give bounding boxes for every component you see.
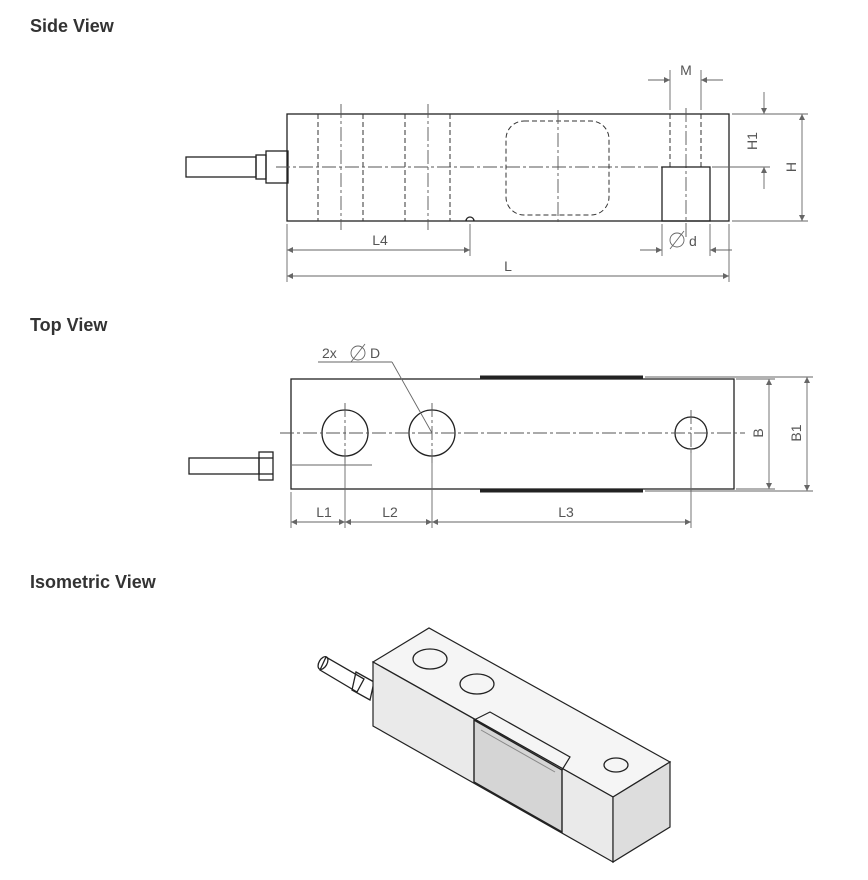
top-cable-gland — [258, 451, 274, 481]
dim-H-label: H — [783, 162, 799, 172]
dim-M-label: M — [680, 62, 692, 78]
iso-cable — [319, 656, 365, 693]
dim-H1-label: H1 — [744, 132, 760, 150]
iso-load-hole — [603, 757, 629, 773]
dim-B1-label: B1 — [788, 424, 804, 441]
dim-D-count-label: 2x — [322, 345, 337, 361]
iso-gauge-pocket — [473, 718, 563, 834]
dim-L2-label: L2 — [382, 504, 398, 520]
side-gauge-pocket — [505, 120, 610, 216]
dim-L-label: L — [504, 258, 512, 274]
isometric-view-title: Isometric View — [30, 572, 156, 592]
side-view-title: Side View — [30, 16, 114, 36]
isometric-view — [317, 627, 672, 864]
dim-L4-label: L4 — [372, 232, 388, 248]
top-body — [290, 378, 735, 490]
dim-B-label: B — [750, 428, 766, 437]
side-body — [286, 113, 730, 222]
top-view-title: Top View — [30, 315, 108, 335]
dim-d-label: d — [689, 233, 697, 249]
diameter-symbol-D — [350, 343, 366, 363]
leader-D-line — [391, 361, 433, 434]
side-cable — [185, 156, 257, 178]
iso-end-face — [612, 760, 671, 864]
iso-mounting-hole-2 — [459, 673, 495, 695]
top-cable — [188, 457, 260, 475]
iso-cable-gland — [351, 671, 375, 701]
side-thread-counterbore — [661, 166, 711, 222]
top-view: 2x D B B1 L1 L2 L3 — [188, 343, 813, 528]
dim-L3-label: L3 — [558, 504, 574, 520]
side-view: M H1 H d L4 L — [185, 62, 808, 282]
side-cable-gland — [255, 154, 267, 180]
diameter-symbol-d — [669, 230, 685, 250]
side-notch — [465, 216, 475, 222]
dim-L1-label: L1 — [316, 504, 332, 520]
iso-mounting-hole-1 — [412, 648, 448, 670]
dim-D-label: D — [370, 345, 380, 361]
